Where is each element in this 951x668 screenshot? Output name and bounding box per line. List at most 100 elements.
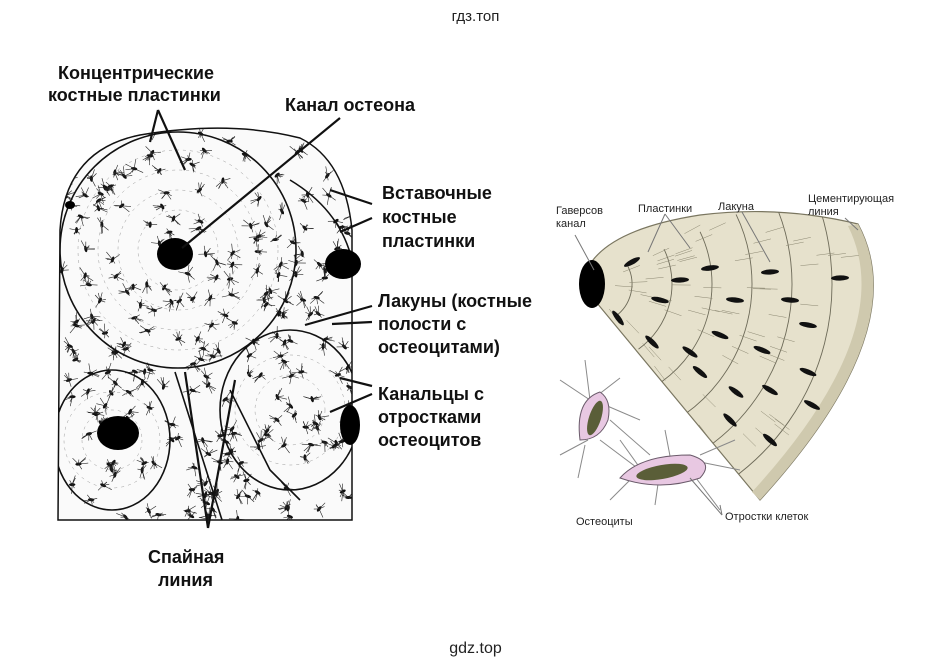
lacuna-mark — [74, 214, 91, 227]
lacuna-mark — [250, 192, 262, 207]
lacuna-mark — [85, 318, 103, 330]
lacuna-mark — [70, 312, 79, 326]
lacuna-mark — [96, 397, 109, 415]
lacuna-mark — [278, 337, 289, 351]
lamella-ring — [81, 409, 143, 471]
label-interstitial-3: пластинки — [382, 231, 476, 251]
lacuna-mark — [305, 306, 315, 321]
lacuna-mark — [69, 226, 81, 235]
lacuna-mark — [346, 382, 352, 395]
label-haversian-canal-1: Гаверсов — [556, 205, 603, 217]
lacuna-mark — [274, 268, 288, 283]
lacuna-mark — [319, 439, 333, 452]
lacuna-mark — [781, 297, 799, 303]
lacuna-mark — [64, 137, 75, 151]
lacuna-mark — [312, 421, 322, 435]
lacuna-mark — [69, 318, 85, 334]
lacuna-mark — [322, 187, 336, 205]
lacuna-mark — [76, 148, 85, 159]
label-interstitial-2: костные — [382, 207, 457, 227]
lacuna-mark — [299, 452, 311, 464]
lacuna-mark — [142, 279, 152, 294]
lacuna-mark — [283, 396, 294, 413]
lacuna-mark — [72, 351, 82, 363]
lacuna-mark — [315, 410, 330, 422]
lacuna-mark — [651, 296, 669, 304]
lacuna-mark — [63, 337, 73, 353]
lacuna-mark — [286, 410, 297, 423]
lacuna-mark — [322, 166, 334, 182]
label-lacunae-3: остеоцитами) — [378, 337, 500, 357]
lacuna-mark — [187, 483, 198, 498]
lacuna-mark — [97, 217, 109, 235]
lacuna-mark — [186, 462, 201, 477]
lacuna-mark — [226, 431, 243, 442]
lacuna-mark — [94, 292, 106, 308]
lacuna-mark — [282, 369, 299, 385]
lacuna-mark — [86, 405, 101, 416]
lacuna-mark — [762, 384, 778, 396]
lacuna-mark — [296, 290, 307, 309]
lacuna-mark — [105, 181, 117, 196]
lacuna-mark — [79, 275, 98, 287]
lacuna-mark — [104, 459, 115, 474]
lacuna-mark — [753, 345, 771, 355]
lacuna-mark — [58, 156, 69, 169]
lacuna-mark — [273, 257, 290, 272]
lacuna-mark — [804, 400, 820, 410]
right-osteon-wedge — [579, 210, 874, 501]
osteon-canal-lower — [97, 416, 139, 450]
lacuna-mark — [193, 213, 205, 227]
lacuna-mark — [204, 319, 220, 332]
lacuna-mark — [293, 245, 305, 260]
lacuna-mark — [242, 471, 252, 490]
lacuna-mark — [344, 128, 352, 141]
lacuna-mark — [183, 505, 197, 517]
lacuna-mark — [63, 372, 79, 387]
label-canaliculi-2: отростками — [378, 407, 482, 427]
lacuna-mark — [69, 475, 76, 494]
lacuna-mark — [303, 396, 322, 403]
lacuna-mark — [87, 128, 97, 146]
lacuna-mark — [645, 335, 659, 349]
lacuna-mark — [97, 178, 113, 196]
label-canaliculi-1: Канальцы с — [378, 384, 485, 404]
label-cell-processes: Отростки клеток — [725, 511, 809, 523]
cement-line-band — [752, 224, 874, 500]
lacuna-mark — [278, 359, 290, 371]
lamella-arc — [684, 214, 753, 415]
lacuna-mark — [277, 436, 290, 454]
lacuna-mark — [274, 172, 285, 185]
watermark-top: гдз.топ — [451, 8, 500, 25]
left-pointer-lines — [148, 109, 373, 529]
lacuna-mark — [162, 298, 177, 312]
lacuna-mark — [218, 458, 234, 470]
lacuna-mark — [122, 388, 138, 397]
lacuna-mark — [624, 257, 640, 267]
lacuna-mark — [272, 350, 289, 360]
lacuna-mark — [326, 139, 341, 147]
lacuna-mark — [145, 146, 161, 161]
lacuna-mark — [313, 502, 326, 518]
lacuna-mark — [728, 386, 744, 398]
lacuna-mark — [313, 259, 329, 271]
lacuna-mark — [93, 196, 106, 209]
lacuna-mark — [217, 308, 230, 324]
lacuna-mark — [265, 286, 280, 300]
lacuna-mark — [336, 225, 349, 234]
lamella-arc — [661, 231, 713, 382]
lacuna-mark — [299, 223, 314, 233]
lacuna-mark — [329, 440, 340, 451]
lacuna-mark — [278, 202, 286, 221]
lacuna-mark — [113, 200, 131, 213]
lacuna-mark — [252, 372, 266, 383]
lacuna-mark — [338, 483, 346, 502]
lacuna-mark — [201, 379, 217, 394]
lacuna-mark — [799, 321, 817, 329]
lacuna-mark — [221, 136, 236, 146]
lacuna-mark — [194, 350, 208, 365]
lacuna-mark — [116, 342, 132, 357]
lacuna-mark — [207, 274, 221, 283]
lacuna-mark — [221, 288, 241, 300]
lacuna-mark — [150, 512, 167, 520]
